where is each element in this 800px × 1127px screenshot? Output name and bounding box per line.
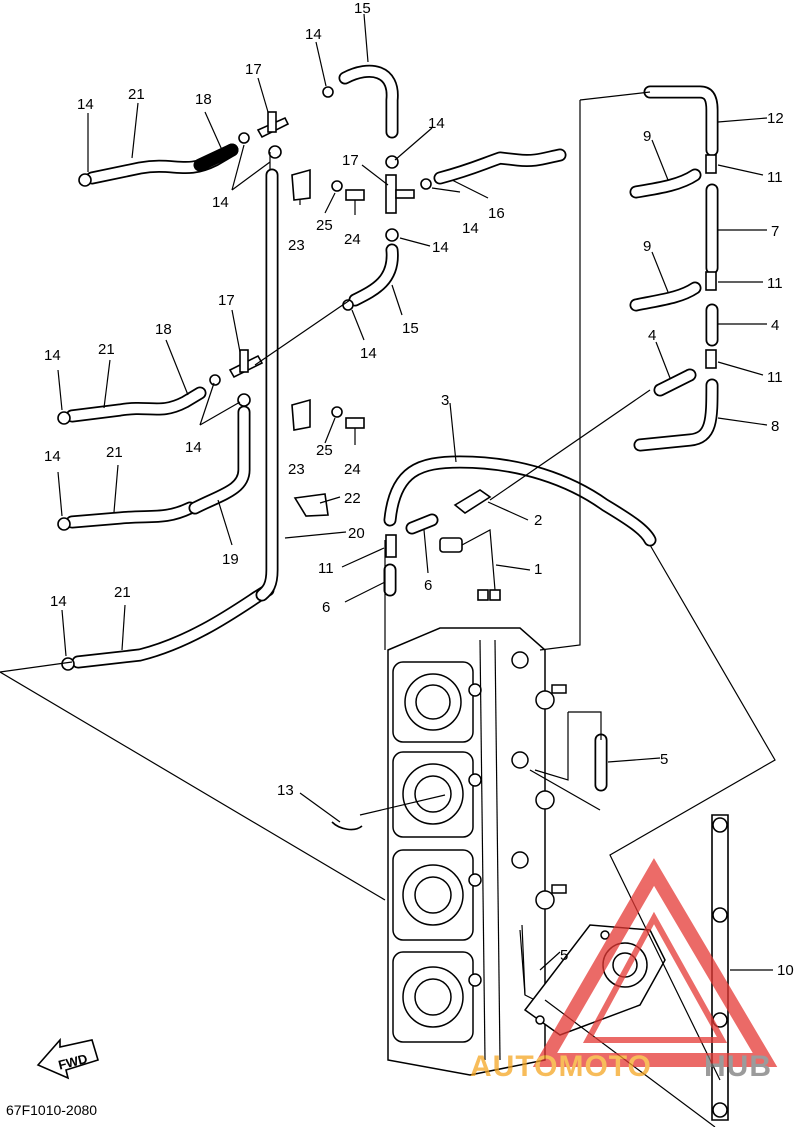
label-7: 7 (771, 223, 779, 240)
label-23b: 23 (288, 461, 305, 478)
label-23a: 23 (288, 237, 305, 254)
carburetor-throat-3 (392, 849, 474, 941)
carburetor-throat-1 (392, 661, 474, 743)
label-14f: 14 (432, 239, 449, 256)
label-14k: 14 (50, 593, 67, 610)
label-22: 22 (344, 490, 361, 507)
label-5b: 5 (560, 947, 568, 964)
label-14j: 14 (44, 448, 61, 465)
label-19: 19 (222, 551, 239, 568)
label-8: 8 (771, 418, 779, 435)
label-14e: 14 (462, 220, 479, 237)
fwd-arrow: FWD (36, 1037, 99, 1080)
label-15a: 15 (354, 0, 371, 17)
hoses (65, 64, 719, 792)
label-12: 12 (767, 110, 784, 127)
label-5a: 5 (660, 751, 668, 768)
label-16: 16 (488, 205, 505, 222)
carburetor-throat-4 (392, 951, 474, 1043)
label-4b: 4 (771, 317, 779, 334)
label-14h: 14 (44, 347, 61, 364)
label-14c: 14 (305, 26, 322, 43)
label-21c: 21 (106, 444, 123, 461)
label-25b: 25 (316, 442, 333, 459)
fittings (57, 86, 729, 1121)
label-4a: 4 (648, 327, 656, 344)
label-6a: 6 (424, 577, 432, 594)
label-24b: 24 (344, 461, 361, 478)
label-18b: 18 (155, 321, 172, 338)
label-10: 10 (777, 962, 794, 979)
label-13: 13 (277, 782, 294, 799)
part-labels: 14 21 18 14 17 14 15 14 17 14 16 14 15 1… (44, 0, 794, 979)
label-21b: 21 (98, 341, 115, 358)
watermark-text-a: AUTOMOTO (470, 1050, 652, 1083)
label-14d: 14 (428, 115, 445, 132)
label-14i: 14 (185, 439, 202, 456)
carburetor-throat-2 (392, 751, 474, 838)
watermark-text-b: HUB (704, 1050, 772, 1083)
label-2: 2 (534, 512, 542, 529)
label-11c: 11 (767, 275, 783, 292)
label-1: 1 (534, 561, 542, 578)
label-11a: 11 (318, 560, 334, 577)
label-14g: 14 (360, 345, 377, 362)
carburetor-assembly (387, 627, 666, 1076)
label-9b: 9 (643, 238, 651, 255)
document-code: 67F1010-2080 (6, 1102, 97, 1118)
label-14a: 14 (77, 96, 94, 113)
label-14b: 14 (212, 194, 229, 211)
label-17a: 17 (245, 61, 262, 78)
label-24a: 24 (344, 231, 361, 248)
fwd-label: FWD (57, 1051, 89, 1073)
label-11b: 11 (767, 169, 783, 186)
label-11d: 11 (767, 369, 783, 386)
label-25a: 25 (316, 217, 333, 234)
watermark-logo: AUTOMOTO HUB (470, 858, 778, 1083)
label-9a: 9 (643, 128, 651, 145)
label-17c: 17 (218, 292, 235, 309)
label-3: 3 (441, 392, 449, 409)
label-6b: 6 (322, 599, 330, 616)
label-20: 20 (348, 525, 365, 542)
callout-pointers (57, 13, 773, 971)
label-15b: 15 (402, 320, 419, 337)
label-17b: 17 (342, 152, 359, 169)
label-18a: 18 (195, 91, 212, 108)
watermark-triangle (532, 858, 778, 1067)
label-21d: 21 (114, 584, 131, 601)
label-21a: 21 (128, 86, 145, 103)
